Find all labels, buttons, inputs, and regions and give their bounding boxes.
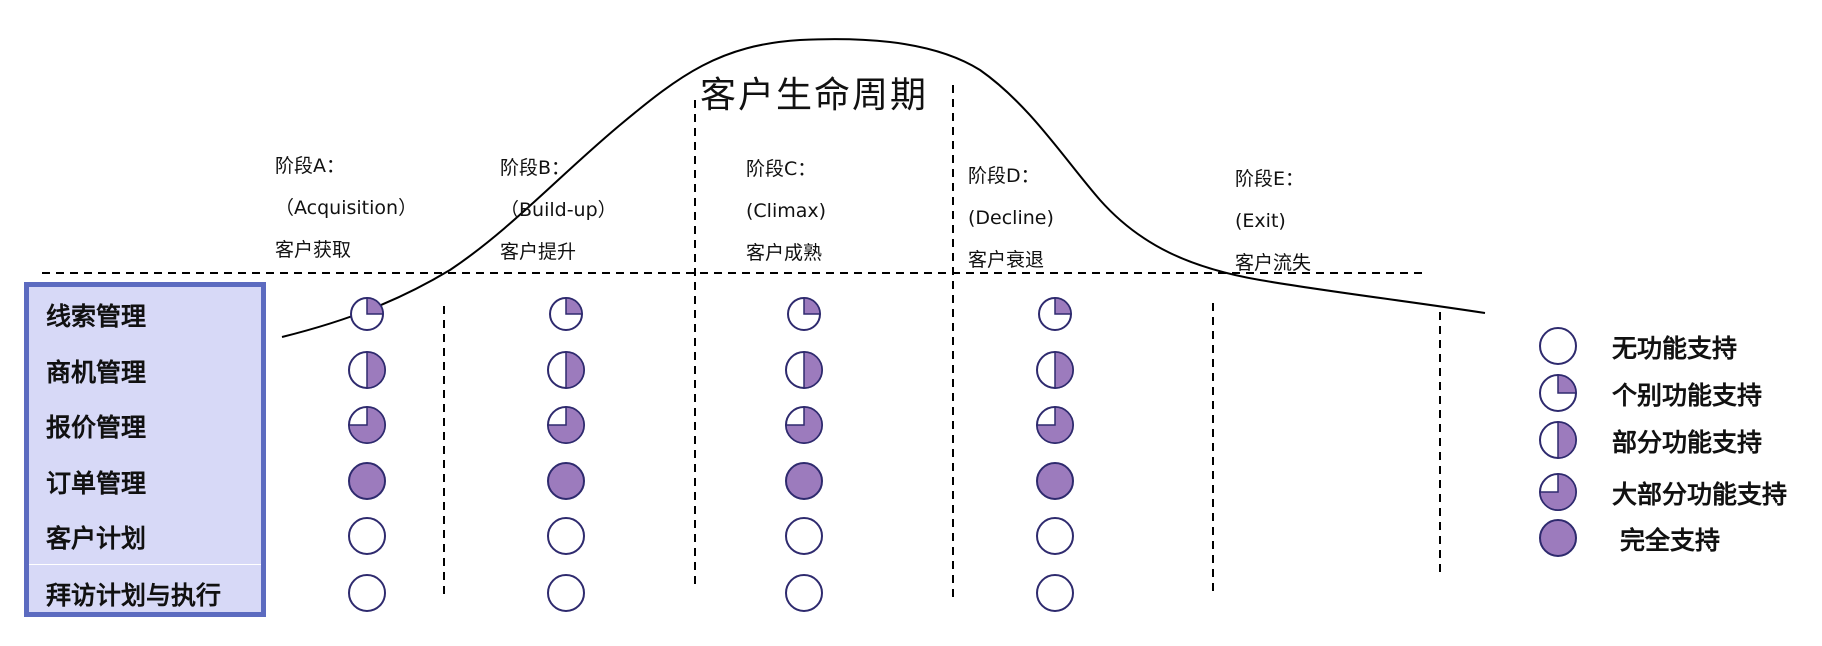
feature-level-mark — [785, 462, 823, 500]
stage-english: （Acquisition） — [275, 197, 418, 219]
stage-english: (Decline) — [968, 207, 1054, 229]
legend-label: 部分功能支持 — [1612, 428, 1763, 457]
stage-name: 阶段D： — [968, 165, 1040, 187]
legend-mark — [1539, 327, 1577, 365]
guide-lines — [42, 85, 1441, 600]
feature-label: 线索管理 — [46, 302, 147, 331]
feature-level-mark — [348, 517, 386, 555]
legend-mark — [1539, 473, 1577, 511]
stage-chinese: 客户提升 — [500, 241, 577, 263]
feature-label: 订单管理 — [46, 469, 147, 498]
feature-level-mark — [1036, 517, 1074, 555]
feature-level-mark — [350, 297, 384, 331]
stage-header: 阶段C： (Climax) 客户成熟 — [746, 148, 826, 274]
stage-name: 阶段B： — [500, 157, 571, 179]
stage-name: 阶段E： — [1235, 168, 1305, 190]
feature-level-mark — [547, 462, 585, 500]
feature-label: 商机管理 — [46, 358, 147, 387]
feature-level-mark — [547, 574, 585, 612]
feature-level-mark — [348, 462, 386, 500]
feature-level-mark — [348, 574, 386, 612]
stage-header: 阶段E： (Exit) 客户流失 — [1235, 158, 1311, 284]
feature-label: 报价管理 — [46, 413, 147, 442]
feature-label: 客户计划 — [46, 524, 147, 553]
feature-level-mark — [785, 574, 823, 612]
feature-level-mark — [549, 297, 583, 331]
feature-level-mark — [547, 406, 585, 444]
feature-level-mark — [547, 517, 585, 555]
stage-chinese: 客户衰退 — [968, 249, 1045, 271]
legend-marks — [1539, 327, 1577, 557]
feature-label: 拜访计划与执行 — [46, 581, 222, 610]
stage-chinese: 客户获取 — [275, 239, 352, 261]
stage-header: 阶段B： （Build-up） 客户提升 — [500, 147, 617, 273]
legend-label: 无功能支持 — [1612, 334, 1738, 363]
diagram-title: 客户生命周期 — [700, 75, 929, 116]
legend-mark — [1539, 519, 1577, 557]
feature-level-mark — [1038, 297, 1072, 331]
stage-name: 阶段A： — [275, 155, 345, 177]
feature-level-mark — [785, 406, 823, 444]
feature-panel — [24, 282, 266, 617]
feature-level-mark — [785, 351, 823, 389]
legend-mark — [1539, 374, 1577, 412]
legend-label: 个别功能支持 — [1612, 381, 1763, 410]
stage-header: 阶段A： （Acquisition） 客户获取 — [275, 145, 417, 271]
feature-level-mark — [348, 406, 386, 444]
stage-english: (Climax) — [746, 200, 827, 222]
feature-level-mark — [1036, 462, 1074, 500]
stage-english: （Build-up） — [500, 199, 617, 221]
legend-mark — [1539, 421, 1577, 459]
feature-level-mark — [1036, 574, 1074, 612]
feature-level-mark — [1036, 351, 1074, 389]
feature-level-mark — [348, 351, 386, 389]
stage-chinese: 客户成熟 — [746, 242, 823, 264]
feature-level-mark — [547, 351, 585, 389]
stage-chinese: 客户流失 — [1235, 252, 1312, 274]
stage-header: 阶段D： (Decline) 客户衰退 — [968, 155, 1054, 281]
row-separator — [29, 564, 261, 565]
stage-english: (Exit) — [1235, 210, 1286, 232]
feature-level-mark — [787, 297, 821, 331]
feature-marks — [348, 297, 1074, 612]
legend-label: 大部分功能支持 — [1612, 480, 1788, 509]
feature-level-mark — [785, 517, 823, 555]
feature-level-mark — [1036, 406, 1074, 444]
lifecycle-curve — [281, 38, 1486, 338]
legend-label: 完全支持 — [1620, 526, 1721, 555]
stage-name: 阶段C： — [746, 158, 817, 180]
